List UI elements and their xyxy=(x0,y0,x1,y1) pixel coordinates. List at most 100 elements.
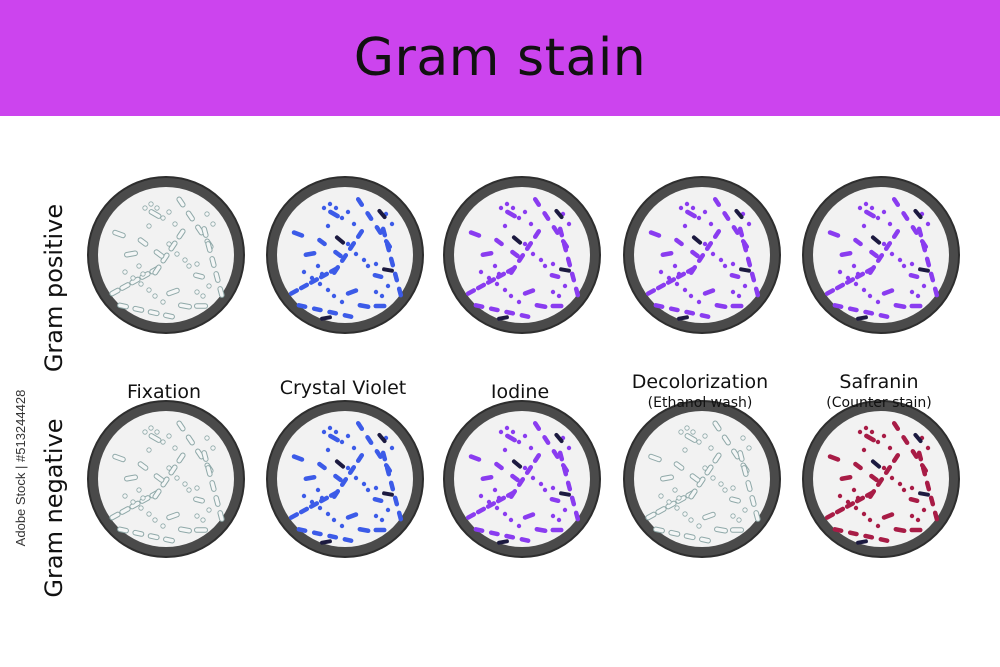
bacillus-chain-cell xyxy=(308,501,320,509)
bacillus-cell xyxy=(864,209,876,219)
bacillus-chain-cell xyxy=(699,313,711,319)
stock-credit: Adobe Stock | #513244428 xyxy=(13,389,28,547)
coccus-cell xyxy=(851,263,857,269)
coccus-cell xyxy=(351,221,357,227)
bacillus-chain-cell xyxy=(910,449,919,459)
bacillus-chain-cell xyxy=(508,489,518,499)
coccus-cell xyxy=(881,209,887,215)
coccus-cell xyxy=(875,523,881,529)
bacillus-cell xyxy=(660,251,674,257)
bacillus-cell xyxy=(648,230,662,238)
bacillus-chain-cell xyxy=(185,210,195,222)
bacillus-chain-cell xyxy=(854,271,866,280)
title-banner: Gram stain xyxy=(0,0,1000,116)
coccus-cell xyxy=(550,289,556,295)
coccus-cell xyxy=(702,209,708,215)
bacillus-chain-cell xyxy=(339,477,349,487)
bacillus-chain-cell xyxy=(722,211,731,221)
step-label-iodine: Iodine xyxy=(430,380,610,404)
bacillus-cell xyxy=(124,250,138,258)
bacillus-chain-cell xyxy=(729,496,741,504)
bacillus-chain-cell xyxy=(217,286,225,298)
coccus-cell xyxy=(174,251,180,257)
bacillus-chain-cell xyxy=(712,452,722,464)
bacillus-chain-cell xyxy=(910,225,919,235)
petri-dish-positive-3 xyxy=(441,174,603,336)
coccus-cell xyxy=(530,251,536,257)
bacillus-chain-cell xyxy=(832,303,844,309)
bacillus-cell xyxy=(166,287,180,297)
bacillus-cell xyxy=(702,511,716,521)
bacillus-cell xyxy=(909,527,923,533)
coccus-cell xyxy=(478,493,484,499)
coccus-cell xyxy=(915,517,921,523)
coccus-cell xyxy=(718,257,724,263)
bacillus-chain-cell xyxy=(878,537,890,543)
coccus-cell xyxy=(674,281,680,287)
petri-dish-graphic xyxy=(623,400,781,558)
bacillus-chain-cell xyxy=(347,241,357,251)
bacillus-chain-cell xyxy=(653,303,665,309)
bacillus-chain-cell xyxy=(737,226,745,238)
bacillus-chain-cell xyxy=(688,488,698,500)
bacillus-chain-cell xyxy=(117,302,129,310)
dark-stained-cell xyxy=(511,459,523,469)
coccus-cell xyxy=(194,261,200,267)
dark-stained-cell xyxy=(497,539,509,545)
coccus-cell xyxy=(379,517,385,523)
bacillus-cell xyxy=(839,251,853,257)
bacillus-chain-cell xyxy=(688,265,698,275)
bacillus-chain-cell xyxy=(296,303,308,309)
bacillus-chain-cell xyxy=(495,495,507,504)
bacillus-chain-cell xyxy=(699,536,711,544)
bacillus-chain-cell xyxy=(573,286,581,298)
coccus-cell xyxy=(319,271,325,277)
bacillus-chain-cell xyxy=(488,306,500,313)
petri-dish-negative-4 xyxy=(621,398,783,560)
coccus-cell xyxy=(855,271,861,277)
bacillus-chain-cell xyxy=(655,282,667,291)
bacillus-chain-cell xyxy=(519,313,531,319)
bacillus-cell xyxy=(345,512,359,520)
petri-dish-graphic xyxy=(443,400,601,558)
bacillus-chain-cell xyxy=(869,249,879,259)
coccus-cell xyxy=(718,481,724,487)
coccus-cell xyxy=(166,241,172,247)
coccus-cell xyxy=(678,429,684,435)
coccus-cell xyxy=(869,429,875,435)
coccus-cell xyxy=(345,465,351,471)
bacillus-cell xyxy=(550,303,564,309)
bacillus-chain-cell xyxy=(209,256,217,268)
coccus-cell xyxy=(182,257,188,263)
petri-dish-graphic xyxy=(266,176,424,334)
coccus-cell xyxy=(138,281,144,287)
coccus-cell xyxy=(855,495,861,501)
bacillus-chain-cell xyxy=(308,277,320,285)
coccus-cell xyxy=(136,487,142,493)
bacillus-chain-cell xyxy=(867,489,877,499)
dark-stained-cell xyxy=(734,208,744,220)
coccus-cell xyxy=(206,283,212,289)
coccus-cell xyxy=(154,205,160,211)
bacillus-chain-cell xyxy=(932,510,940,522)
bacillus-chain-cell xyxy=(311,306,323,313)
coccus-cell xyxy=(315,487,321,493)
bacillus-cell xyxy=(328,433,340,443)
coccus-cell xyxy=(172,221,178,227)
coccus-cell xyxy=(857,205,863,211)
coccus-cell xyxy=(522,209,528,215)
bacillus-chain-cell xyxy=(745,480,753,492)
coccus-cell xyxy=(194,289,200,295)
coccus-cell xyxy=(331,517,337,523)
bacillus-cell xyxy=(194,527,208,533)
coccus-cell xyxy=(345,433,351,439)
coccus-cell xyxy=(658,493,664,499)
bacillus-cell xyxy=(291,454,305,462)
bacillus-chain-cell xyxy=(117,526,129,534)
bacteria-cells xyxy=(465,421,581,545)
coccus-cell xyxy=(510,429,516,435)
bacillus-cell xyxy=(881,288,895,296)
coccus-cell xyxy=(696,215,702,221)
coccus-cell xyxy=(206,507,212,513)
bacillus-chain-cell xyxy=(201,450,209,462)
